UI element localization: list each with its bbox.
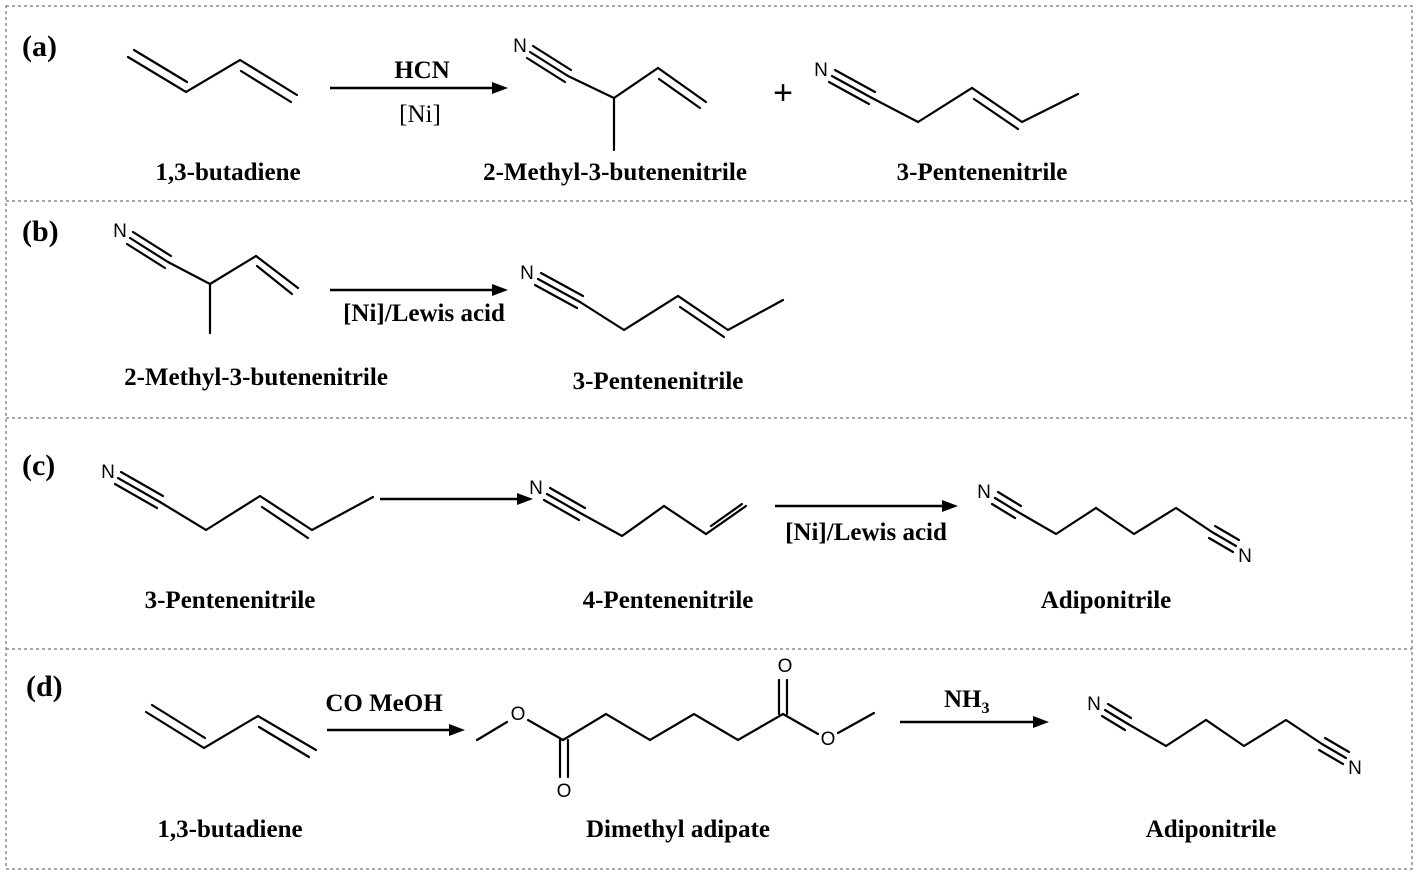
panel-a-label: (a) [22,30,57,63]
dimethyl-adipate-structure: O O O O [475,656,876,802]
panel-c: (c) N N [Ni]/Lewis acid [22,449,1252,614]
nitrogen-atom: N [1087,694,1101,715]
nitrogen-atom: N [1348,758,1362,779]
adiponitrile-structure-d: N N [1087,694,1362,779]
adiponitrile-structure-c: N N [977,482,1252,567]
methylbutenenitrile-structure-a: N [513,36,708,152]
reaction-arrow-b: [Ni]/Lewis acid [330,284,508,327]
catalyst-ni-lewis-acid: [Ni]/Lewis acid [343,300,505,327]
pentenenitrile-4-structure: N [529,478,748,538]
oxygen-atom: O [511,704,526,725]
name-4-pentenenitrile: 4-Pentenenitrile [583,587,754,614]
reagent-ammonia: NH3 [944,686,990,717]
nitrogen-atom: N [529,478,543,499]
reagent-co-meoh: CO MeOH [325,690,443,717]
catalyst-ni-lewis-acid: [Ni]/Lewis acid [785,519,947,546]
nitrogen-atom: N [1238,546,1252,567]
name-methylbutenenitrile: 2-Methyl-3-butenenitrile [483,159,747,186]
nitrogen-atom: N [513,36,527,57]
name-adiponitrile: Adiponitrile [1146,816,1277,843]
reaction-arrow-a: HCN [Ni] [330,57,508,128]
nitrogen-atom: N [520,263,534,284]
nitrogen-atom: N [101,462,115,483]
name-butadiene: 1,3-butadiene [157,816,302,843]
pentenenitrile-structure-a: N [814,60,1080,131]
panel-b-label: (b) [22,215,59,248]
pentenenitrile-structure-c: N [101,462,375,540]
methylbutenenitrile-structure-b: N [113,221,300,335]
name-butadiene: 1,3-butadiene [155,159,300,186]
reaction-arrow-c1 [380,493,533,505]
panel-d-label: (d) [26,670,63,703]
name-pentenenitrile: 3-Pentenenitrile [573,368,744,395]
name-adiponitrile: Adiponitrile [1041,587,1172,614]
panel-d: (d) CO MeOH O O O O [26,656,1362,843]
reagent-hcn: HCN [394,57,450,84]
name-pentenenitrile: 3-Pentenenitrile [897,159,1068,186]
nitrogen-atom: N [977,482,991,503]
panel-c-label: (c) [22,449,55,482]
nitrogen-atom: N [814,60,828,81]
panel-a: (a) HCN [Ni] N + N [22,30,1080,186]
oxygen-atom: O [821,729,836,750]
nitrogen-atom: N [113,221,127,242]
oxygen-atom: O [778,656,793,677]
pentenenitrile-structure-b: N [520,263,785,339]
panel-frame [5,5,1413,870]
name-methylbutenenitrile: 2-Methyl-3-butenenitrile [124,364,388,391]
panel-b: (b) N [Ni]/Lewis acid N 2-Methy [22,215,785,395]
reaction-arrow-d1: CO MeOH [325,690,465,736]
name-pentenenitrile: 3-Pentenenitrile [145,587,316,614]
catalyst-ni: [Ni] [399,101,441,128]
oxygen-atom: O [557,781,572,802]
reaction-arrow-c2: [Ni]/Lewis acid [775,500,958,546]
reaction-arrow-d2: NH3 [900,686,1049,728]
name-dimethyl-adipate: Dimethyl adipate [586,816,770,843]
butadiene-structure-d [144,703,318,759]
plus-sign: + [773,74,793,112]
butadiene-structure-a [126,48,299,104]
